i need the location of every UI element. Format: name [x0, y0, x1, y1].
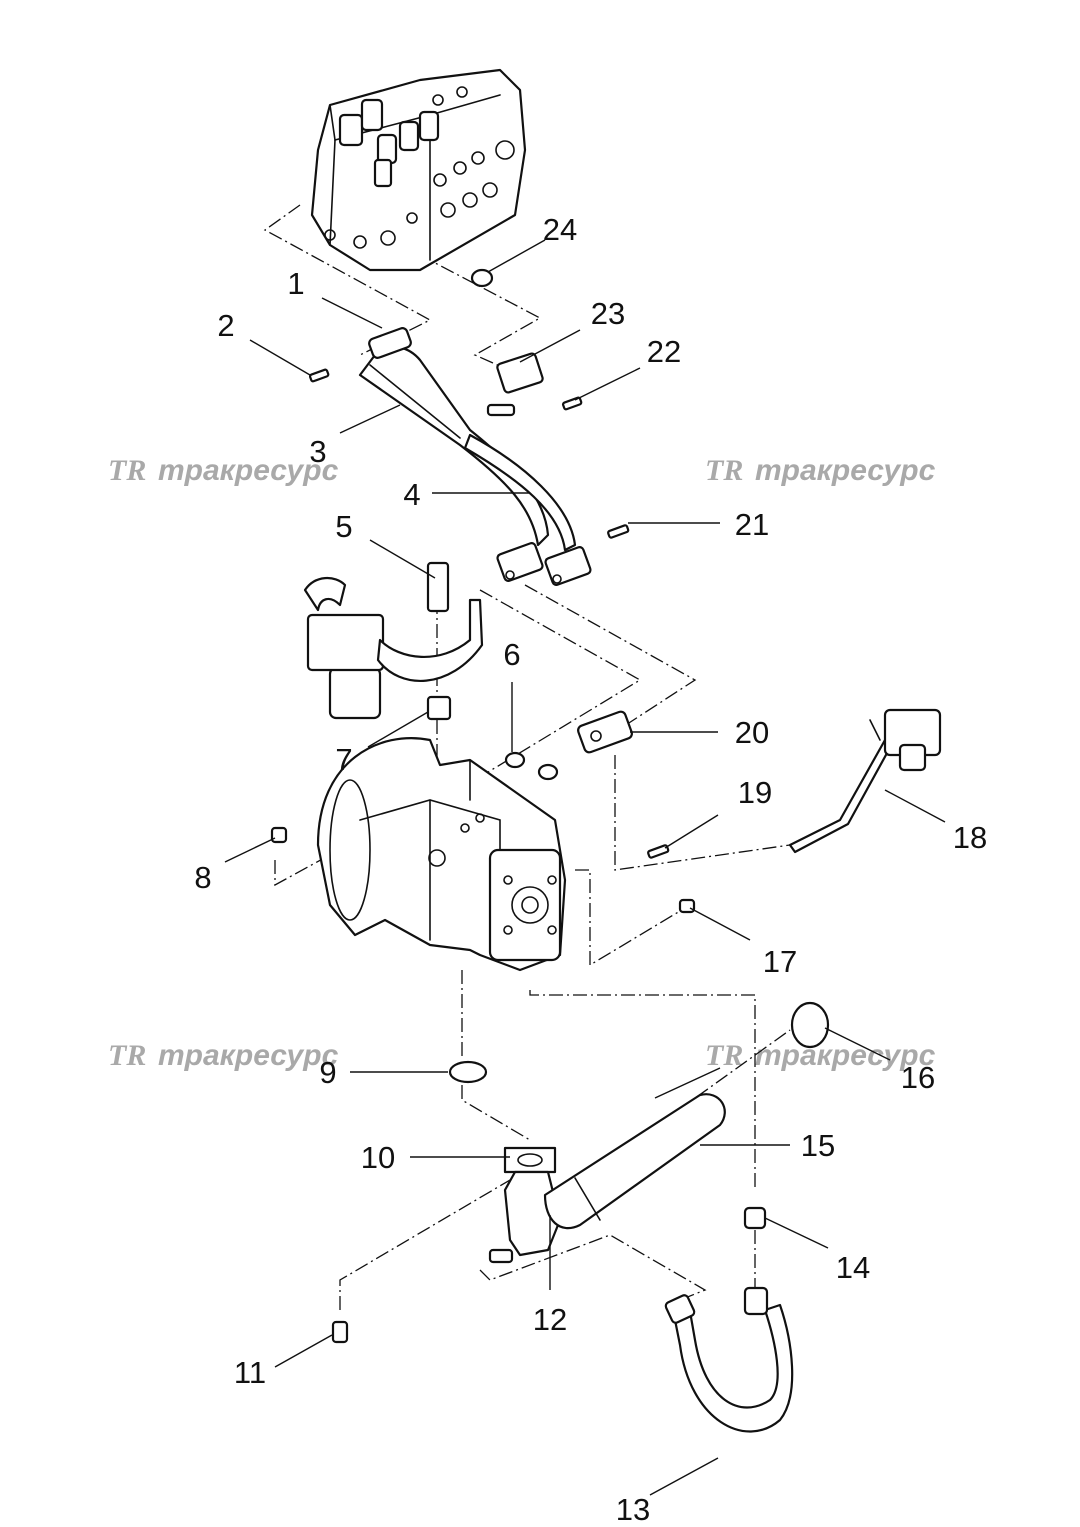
watermark-logo: TR [705, 1039, 743, 1072]
bolt-19 [647, 844, 670, 859]
fitting-17 [678, 898, 696, 914]
watermark-logo: TR [108, 454, 146, 487]
watermark-top-left: TR тракресурс [108, 454, 339, 487]
hose-13 [664, 1286, 794, 1433]
flange-20 [577, 710, 633, 754]
callout-13: 13 [616, 1492, 650, 1527]
callout-10: 10 [361, 1140, 395, 1175]
hydraulic-pump [316, 737, 567, 972]
plug-8 [270, 826, 288, 844]
watermark-text: тракресурс [158, 454, 339, 487]
watermark-text: тракресурс [755, 1039, 936, 1072]
callout-6: 6 [503, 637, 520, 672]
callout-1: 1 [287, 266, 304, 301]
callout-16: 16 [901, 1060, 935, 1095]
callout-22: 22 [647, 334, 681, 369]
watermark-text: тракресурс [158, 1039, 339, 1072]
callout-18: 18 [953, 820, 987, 855]
watermark-top-right: TR тракресурс [705, 454, 936, 487]
callout-12: 12 [533, 1302, 567, 1337]
watermark-logo: TR [108, 1039, 146, 1072]
o-ring-6b [537, 763, 559, 781]
watermark-text: тракресурс [755, 454, 936, 487]
fitting-14 [743, 1206, 767, 1230]
o-ring-9 [448, 1060, 488, 1084]
callout-24: 24 [543, 212, 577, 247]
callout-19: 19 [738, 775, 772, 810]
callout-4: 4 [403, 477, 420, 512]
callout-labels: 1 2 3 4 5 6 7 8 9 10 11 12 13 14 15 16 1… [194, 212, 987, 1527]
hose-assembly-3-4 [358, 327, 577, 552]
o-ring-24 [470, 268, 494, 288]
callout-17: 17 [763, 944, 797, 979]
callout-2: 2 [217, 308, 234, 343]
clamp-16 [790, 1001, 830, 1049]
watermark-bottom-left: TR тракресурс [108, 1039, 339, 1072]
callout-9: 9 [319, 1055, 336, 1090]
split-flanges [496, 542, 592, 586]
callout-20: 20 [735, 715, 769, 750]
callout-23: 23 [591, 296, 625, 331]
bolt-22 [561, 396, 583, 411]
filter-assembly [303, 561, 484, 721]
callout-14: 14 [836, 1250, 870, 1285]
watermark-bottom-right: TR тракресурс [705, 1039, 936, 1072]
leader-lines [224, 239, 946, 1496]
bolt-2 [308, 368, 330, 383]
suction-assembly [488, 1093, 726, 1264]
callout-15: 15 [801, 1128, 835, 1163]
watermark-logo: TR [705, 454, 743, 487]
bolt-11 [331, 1320, 349, 1344]
callout-3: 3 [309, 434, 326, 469]
callout-8: 8 [194, 860, 211, 895]
bolt-21 [607, 524, 630, 539]
o-ring-6 [504, 751, 526, 769]
callout-21: 21 [735, 507, 769, 542]
callout-7: 7 [335, 742, 352, 777]
callout-5: 5 [335, 509, 352, 544]
callout-11: 11 [234, 1355, 266, 1390]
control-valve-block [310, 68, 527, 272]
tube-assembly-18 [788, 708, 942, 854]
